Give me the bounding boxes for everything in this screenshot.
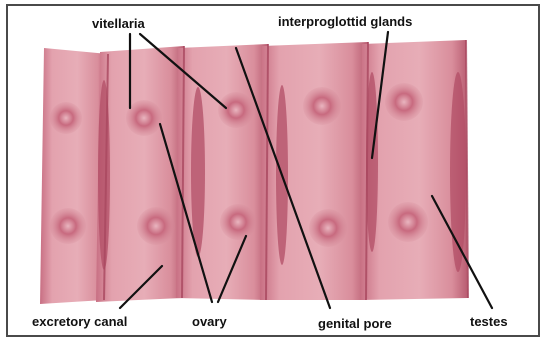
organ-lower-4 bbox=[309, 209, 347, 247]
gland-stripe-5 bbox=[450, 72, 466, 272]
organ-upper-1 bbox=[50, 102, 82, 134]
label-testes: testes bbox=[470, 314, 508, 329]
label-ovary: ovary bbox=[192, 314, 227, 329]
label-interproglottid-glands: interproglottid glands bbox=[278, 14, 412, 29]
gland-stripe-2 bbox=[191, 87, 205, 257]
organ-upper-3 bbox=[218, 92, 254, 128]
organ-upper-5 bbox=[385, 83, 423, 121]
proglottid-segment-3 bbox=[176, 44, 268, 300]
organ-lower-3 bbox=[220, 204, 256, 240]
label-genital-pore: genital pore bbox=[318, 316, 392, 331]
organ-lower-5 bbox=[388, 202, 428, 242]
organ-lower-1 bbox=[50, 208, 86, 244]
organ-upper-2 bbox=[126, 100, 162, 136]
label-excretory-canal: excretory canal bbox=[32, 314, 127, 329]
label-vitellaria: vitellaria bbox=[92, 16, 146, 31]
organ-lower-2 bbox=[137, 207, 175, 245]
organ-upper-4 bbox=[303, 87, 341, 125]
